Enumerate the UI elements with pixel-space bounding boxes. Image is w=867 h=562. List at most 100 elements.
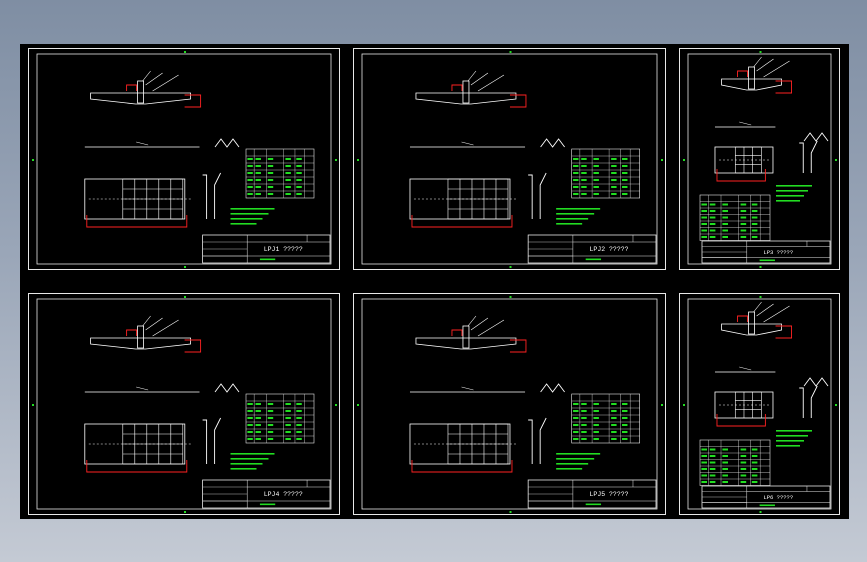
hook-bar-2: [810, 140, 818, 173]
table-cell-text: [622, 424, 628, 426]
table-cell-text: [285, 438, 291, 440]
margin-mark: [509, 296, 512, 298]
table-cell-text: [593, 424, 599, 426]
table-cell-text: [722, 481, 728, 483]
slab-section: [90, 92, 191, 105]
margin-mark: [683, 159, 685, 161]
table-cell-text: [622, 165, 628, 167]
note-line: [230, 463, 263, 465]
table-cell-text: [740, 203, 747, 206]
table-cell-text: [247, 431, 253, 433]
drawing-sheet-4[interactable]: LPJ4 ?????: [28, 293, 340, 515]
table-cell-text: [751, 223, 758, 225]
leader-line: [756, 303, 774, 317]
drawing-sheet-3[interactable]: LP3 ?????: [679, 48, 840, 270]
margin-mark: [32, 159, 34, 161]
table-cell-text: [267, 186, 274, 188]
note-line: [776, 435, 808, 437]
table-cell-text: [709, 223, 716, 225]
margin-mark: [335, 159, 337, 161]
note-line: [230, 458, 269, 460]
table-cell-text: [255, 158, 261, 160]
leader-line: [145, 72, 163, 86]
leader-line: [756, 58, 774, 72]
table-cell-text: [751, 216, 758, 219]
hook-bar: [799, 387, 804, 418]
bar-bend-detail: [214, 383, 240, 393]
anchor-pin: [137, 80, 144, 104]
table-cell-text: [611, 424, 617, 426]
drawing-sheet-6[interactable]: LP6 ?????: [679, 293, 840, 515]
table-cell-text: [255, 417, 261, 419]
table-cell-text: [611, 438, 617, 440]
dimension-tick: [739, 121, 752, 126]
callout-right: [509, 339, 527, 353]
table-cell-text: [740, 455, 747, 457]
table-cell-text: [709, 210, 716, 212]
callout-left: [126, 329, 138, 336]
plan-callout: [411, 215, 513, 228]
table-cell-text: [722, 474, 728, 477]
drawing-sheet-1[interactable]: LPJ1 ?????: [28, 48, 340, 270]
table-cell-text: [611, 410, 617, 412]
table-cell-text: [573, 172, 579, 174]
table-cell-text: [267, 403, 274, 405]
table-cell-text: [593, 417, 599, 419]
table-cell-text: [751, 468, 758, 470]
drawing-sheet-2[interactable]: LPJ2 ?????: [353, 48, 666, 270]
sheet-title: LP6 ?????: [763, 494, 793, 501]
callout-left: [126, 84, 138, 91]
margin-mark: [759, 296, 762, 298]
leader-line: [145, 317, 163, 331]
table-cell-text: [267, 417, 274, 419]
bar-bend-detail: [214, 138, 240, 148]
table-cell-text: [296, 165, 302, 167]
table-cell-text: [573, 410, 579, 412]
drawing-canvas[interactable]: LPJ1 ????? LPJ2 ????? LP3 ????? LPJ4 ???…: [20, 44, 849, 519]
table-cell-text: [593, 186, 599, 188]
material-table: [699, 194, 771, 241]
table-cell-text: [751, 229, 758, 232]
anchor-pin: [748, 66, 755, 90]
hook-bar-2: [214, 172, 222, 219]
note-line: [556, 453, 601, 455]
callout-right: [775, 325, 792, 339]
bar-bend-detail: [540, 138, 565, 148]
table-cell-text: [701, 481, 707, 483]
callout-left: [451, 329, 463, 336]
table-cell-text: [255, 431, 261, 433]
table-cell-text: [573, 186, 579, 188]
table-cell-text: [255, 403, 261, 405]
table-cell-text: [255, 179, 261, 181]
table-cell-text: [701, 461, 707, 464]
table-cell-text: [751, 448, 758, 451]
table-cell-text: [593, 172, 599, 174]
table-cell-text: [296, 431, 302, 433]
dimension-tick: [136, 386, 149, 391]
table-cell-text: [709, 481, 716, 483]
bar-bend-detail: [540, 383, 565, 393]
drawing-sheet-5[interactable]: LPJ5 ?????: [353, 293, 666, 515]
leader-line: [477, 74, 505, 92]
table-cell-text: [247, 417, 253, 419]
sheet-drawing: LPJ2 ?????: [357, 51, 663, 268]
margin-mark: [509, 51, 512, 53]
table-cell-text: [740, 461, 747, 464]
note-line: [556, 458, 595, 460]
dimension-tick: [461, 141, 474, 146]
table-cell-text: [247, 193, 253, 195]
table-cell-text: [709, 236, 716, 238]
table-cell-text: [751, 236, 758, 238]
margin-mark: [661, 159, 663, 161]
sheet-drawing: LPJ4 ?????: [32, 296, 337, 513]
plan-callout: [716, 169, 766, 182]
table-cell-text: [581, 424, 587, 426]
margin-mark: [335, 404, 337, 406]
table-cell-text: [740, 474, 747, 477]
margin-mark: [661, 404, 663, 406]
table-cell-text: [622, 431, 628, 433]
table-cell-text: [255, 193, 261, 195]
note-line: [776, 440, 804, 442]
hook-bar: [202, 419, 208, 464]
table-cell-text: [247, 186, 253, 188]
